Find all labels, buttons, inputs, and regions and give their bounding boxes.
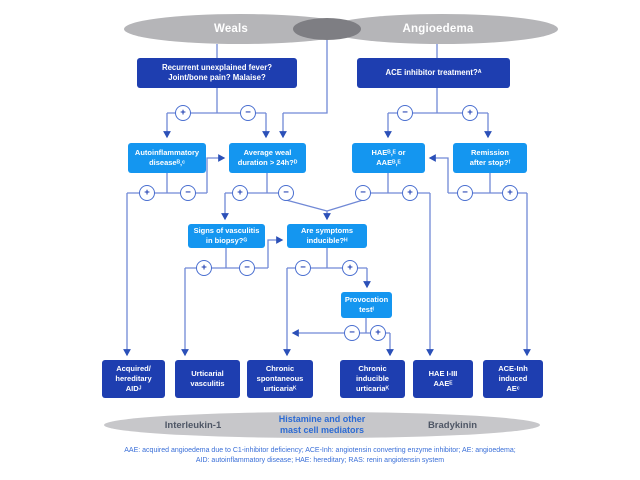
overlap-ellipse bbox=[293, 18, 361, 40]
minus-circle: − bbox=[457, 185, 473, 201]
node-dx-chronic-spontaneous-urticaria: Chronic spontaneous urticariaᴷ bbox=[247, 360, 313, 398]
minus-circle: − bbox=[344, 325, 360, 341]
plus-circle: + bbox=[232, 185, 248, 201]
node-dx-urticarial-vasculitis: Urticarial vasculitis bbox=[175, 360, 240, 398]
node-dx-chronic-inducible-urticaria: Chronic inducible urticariaᴷ bbox=[340, 360, 405, 398]
angioedema-label: Angioedema bbox=[402, 23, 474, 35]
mediator-bradykinin: Bradykinin bbox=[427, 419, 478, 431]
minus-circle: − bbox=[397, 105, 413, 121]
mediators-ellipse bbox=[104, 412, 540, 438]
node-dx-aid: Acquired/ hereditary AIDᴶ bbox=[102, 360, 165, 398]
abbreviation-footnote: AAE: acquired angioedema due to C1-inhib… bbox=[20, 446, 620, 466]
node-inducible: Are symptoms inducible?ᴴ bbox=[287, 224, 367, 248]
footnote-line-2: AID: autoinflammatory disease; HAE: here… bbox=[195, 457, 445, 465]
plus-circle: + bbox=[175, 105, 191, 121]
plus-circle: + bbox=[370, 325, 386, 341]
minus-circle: − bbox=[278, 185, 294, 201]
node-dx-hae-aae: HAE I-III AAEᴱ bbox=[413, 360, 473, 398]
plus-circle: + bbox=[502, 185, 518, 201]
node-provocation-test: Provocation testᴵ bbox=[341, 292, 392, 318]
node-fever-question: Recurrent unexplained fever? Joint/bone … bbox=[137, 58, 297, 88]
minus-circle: − bbox=[295, 260, 311, 276]
node-hae-aae: HAEᴮ,ᴱ or AAEᴮ,ᴱ bbox=[352, 143, 425, 173]
minus-circle: − bbox=[240, 105, 256, 121]
plus-circle: + bbox=[139, 185, 155, 201]
connector-arrows bbox=[123, 113, 531, 357]
plus-circle: + bbox=[402, 185, 418, 201]
node-autoinflammatory: Autoinflammatory diseaseᴮ,ᶜ bbox=[128, 143, 206, 173]
plus-circle: + bbox=[342, 260, 358, 276]
node-remission: Remission after stop?ᶠ bbox=[453, 143, 527, 173]
minus-circle: − bbox=[239, 260, 255, 276]
node-dx-ace-inh-ae: ACE-Inh induced AEᶜ bbox=[483, 360, 543, 398]
node-vasculitis-biopsy: Signs of vasculitis in biopsy?ᴳ bbox=[188, 224, 265, 248]
plus-circle: + bbox=[196, 260, 212, 276]
mediator-histamine: Histamine and other mast cell mediators bbox=[278, 414, 366, 435]
plus-circle: + bbox=[462, 105, 478, 121]
minus-circle: − bbox=[355, 185, 371, 201]
node-ace-question: ACE inhibitor treatment?ᴬ bbox=[357, 58, 510, 88]
angioedema-ellipse bbox=[326, 14, 558, 44]
weals-label: Weals bbox=[213, 23, 249, 35]
connector-lines bbox=[127, 40, 527, 333]
weals-ellipse bbox=[124, 14, 356, 44]
minus-circle: − bbox=[180, 185, 196, 201]
footnote-line-1: AAE: acquired angioedema due to C1-inhib… bbox=[124, 447, 516, 454]
node-weal-duration: Average weal duration > 24h?ᴰ bbox=[229, 143, 306, 173]
mediator-interleukin: Interleukin-1 bbox=[164, 419, 222, 431]
